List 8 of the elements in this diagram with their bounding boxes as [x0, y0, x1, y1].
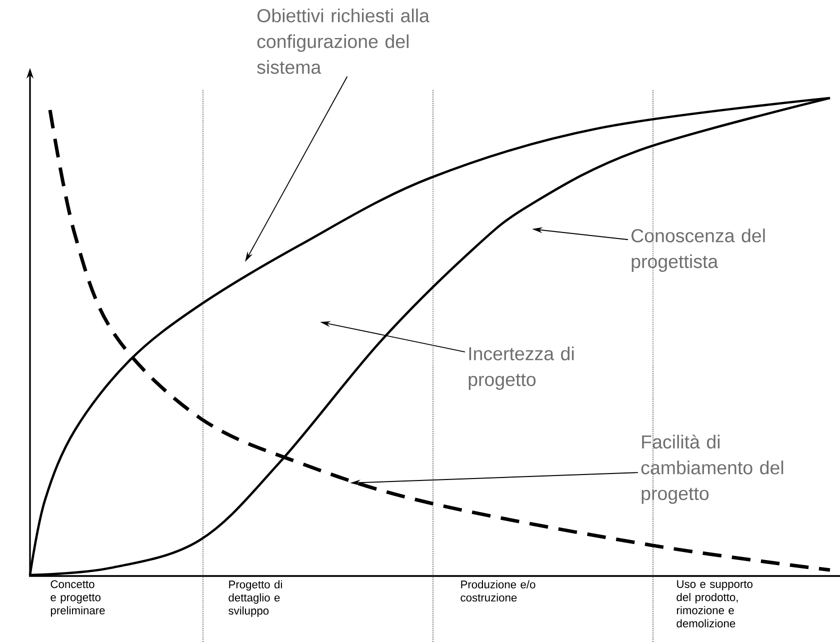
phase-label: Concetto e progetto preliminare — [50, 580, 105, 617]
phase-label: Progetto di dettaglio e sviluppo — [228, 580, 282, 617]
phase-label: Produzione e/o costruzione — [460, 580, 536, 602]
annotation-text: Facilità di cambiamento del progetto — [641, 434, 784, 504]
phase-label: Uso e supporto del prodotto, rimozione e demolizione — [676, 580, 752, 628]
annotation-text: Incertezza di progetto — [468, 346, 574, 390]
annotation-text: Obiettivi richiesti alla configurazione del sistema — [257, 8, 430, 74]
annotation-text: Conoscenza del progettista — [632, 228, 765, 272]
